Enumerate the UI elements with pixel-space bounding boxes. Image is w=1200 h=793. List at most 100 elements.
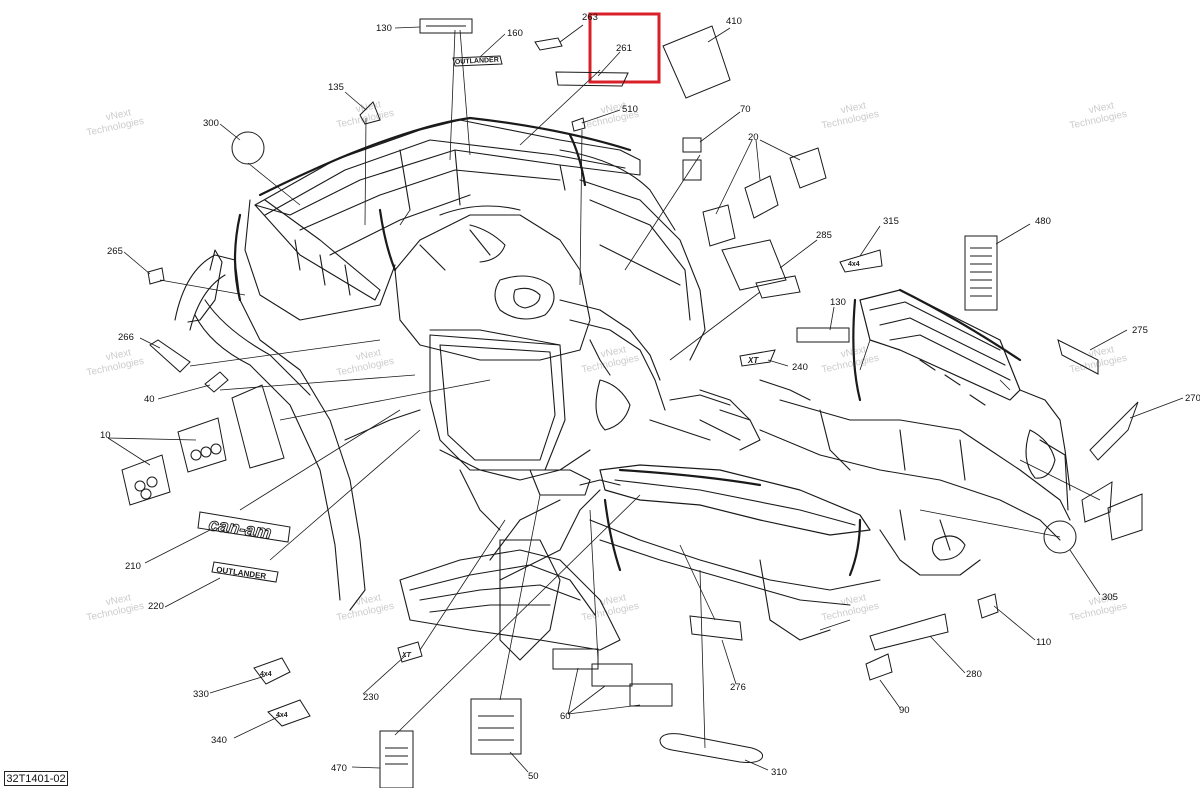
4x4-badge-right: 4x4 — [848, 261, 860, 268]
callout-130-right: 130 — [830, 297, 846, 308]
decal-263 — [534, 37, 563, 51]
callout-40: 40 — [144, 394, 155, 405]
decal-10a — [121, 454, 171, 506]
callout-240: 240 — [792, 362, 808, 373]
watermark: vNextTechnologies — [1066, 590, 1128, 624]
decal-220 — [211, 561, 279, 583]
decal-60a — [552, 648, 599, 670]
callout-210: 210 — [125, 561, 141, 572]
decal-90 — [865, 653, 893, 681]
diagram-id-label: 32T1401-02 — [4, 771, 68, 786]
watermark: vNextTechnologies — [83, 590, 145, 624]
callout-110: 110 — [1036, 637, 1051, 648]
decal-130-top — [419, 18, 473, 34]
callout-60: 60 — [560, 711, 571, 722]
model-wordmark: OUTLANDER — [216, 565, 267, 581]
callout-305: 305 — [1102, 592, 1118, 603]
decal-50 — [470, 698, 522, 755]
watermark: vNextTechnologies — [83, 105, 145, 139]
4x4-badge-lower: 4x4 — [276, 712, 288, 719]
callout-263: 263 — [582, 12, 598, 23]
decal-265 — [147, 267, 165, 285]
watermark: vNextTechnologies — [333, 590, 395, 624]
decal-480 — [964, 235, 998, 311]
callout-275: 275 — [1132, 325, 1148, 336]
callout-90: 90 — [899, 705, 910, 716]
decal-wordmarks: can-am OUTLANDER OUTLANDER XT XT 4x4 4x4… — [207, 57, 860, 719]
decal-270b — [1107, 493, 1143, 541]
decal-10b — [177, 417, 227, 473]
xt-badge: XT — [747, 356, 759, 365]
decal-70a — [682, 137, 702, 153]
callout-330: 330 — [193, 689, 209, 700]
decal-285 — [721, 239, 787, 291]
callout-410: 410 — [726, 16, 742, 27]
decal-130-right — [796, 327, 850, 343]
decal-70b — [682, 159, 702, 181]
decal-276 — [689, 615, 743, 641]
decal-270 — [1089, 401, 1139, 461]
callout-470: 470 — [331, 763, 347, 774]
decal-210 — [197, 511, 291, 543]
decal-40 — [204, 371, 229, 393]
watermark: vNextTechnologies — [818, 590, 880, 624]
callout-261: 261 — [616, 43, 632, 54]
callout-300: 300 — [203, 118, 219, 129]
callout-135: 135 — [328, 82, 344, 93]
watermark: vNextTechnologies — [1066, 342, 1128, 376]
decal-40-panel — [231, 384, 285, 469]
callout-276: 276 — [730, 682, 746, 693]
decal-510 — [571, 117, 586, 132]
watermark: vNextTechnologies — [333, 97, 395, 131]
decal-315 — [839, 249, 883, 273]
decal-270a — [1081, 481, 1113, 523]
decal-340 — [267, 699, 311, 727]
callout-270: 270 — [1185, 393, 1200, 404]
callout-230: 230 — [363, 692, 379, 703]
decal-20c — [702, 204, 736, 247]
callout-160: 160 — [507, 28, 523, 39]
watermark: vNextTechnologies — [333, 345, 395, 379]
decal-305-round — [1043, 520, 1077, 554]
decal-261 — [555, 71, 629, 87]
callout-220: 220 — [148, 601, 164, 612]
decal-300-round — [231, 131, 265, 165]
callout-280: 280 — [966, 669, 982, 680]
decal-230 — [397, 641, 423, 663]
callout-310: 310 — [771, 767, 787, 778]
callout-265: 265 — [107, 246, 123, 257]
watermark: vNextTechnologies — [1066, 98, 1128, 132]
callout-labels: 130 160 263 261 410 135 510 70 300 20 31… — [100, 12, 1200, 782]
decal-110 — [977, 593, 999, 619]
decal-parts — [121, 18, 1143, 789]
decal-60c — [629, 683, 673, 707]
decal-266 — [149, 339, 191, 373]
decal-470 — [379, 730, 414, 789]
callout-480: 480 — [1035, 216, 1051, 227]
model-wordmark-small: OUTLANDER — [455, 57, 499, 66]
decal-310 — [659, 733, 763, 763]
callout-266: 266 — [118, 332, 134, 343]
callout-315: 315 — [883, 216, 899, 227]
decal-20b — [789, 147, 827, 189]
decal-60b — [591, 663, 633, 687]
callout-130-top: 130 — [376, 23, 392, 34]
callout-340: 340 — [211, 735, 227, 746]
watermark: vNextTechnologies — [578, 342, 640, 376]
4x4-badge: 4x4 — [260, 671, 272, 678]
callout-20: 20 — [748, 132, 759, 143]
watermark: vNextTechnologies — [818, 98, 880, 132]
leader-lines — [107, 24, 1184, 773]
atv-body-outline — [174, 116, 1071, 661]
watermark: vNextTechnologies — [818, 342, 880, 376]
callout-70: 70 — [740, 104, 751, 115]
decal-160-badge — [452, 55, 503, 67]
callout-50: 50 — [528, 771, 539, 782]
callout-510: 510 — [622, 104, 638, 115]
brand-wordmark: can-am — [207, 514, 272, 543]
decal-20a — [744, 175, 779, 219]
decal-240 — [739, 349, 776, 367]
decal-330 — [253, 657, 291, 685]
